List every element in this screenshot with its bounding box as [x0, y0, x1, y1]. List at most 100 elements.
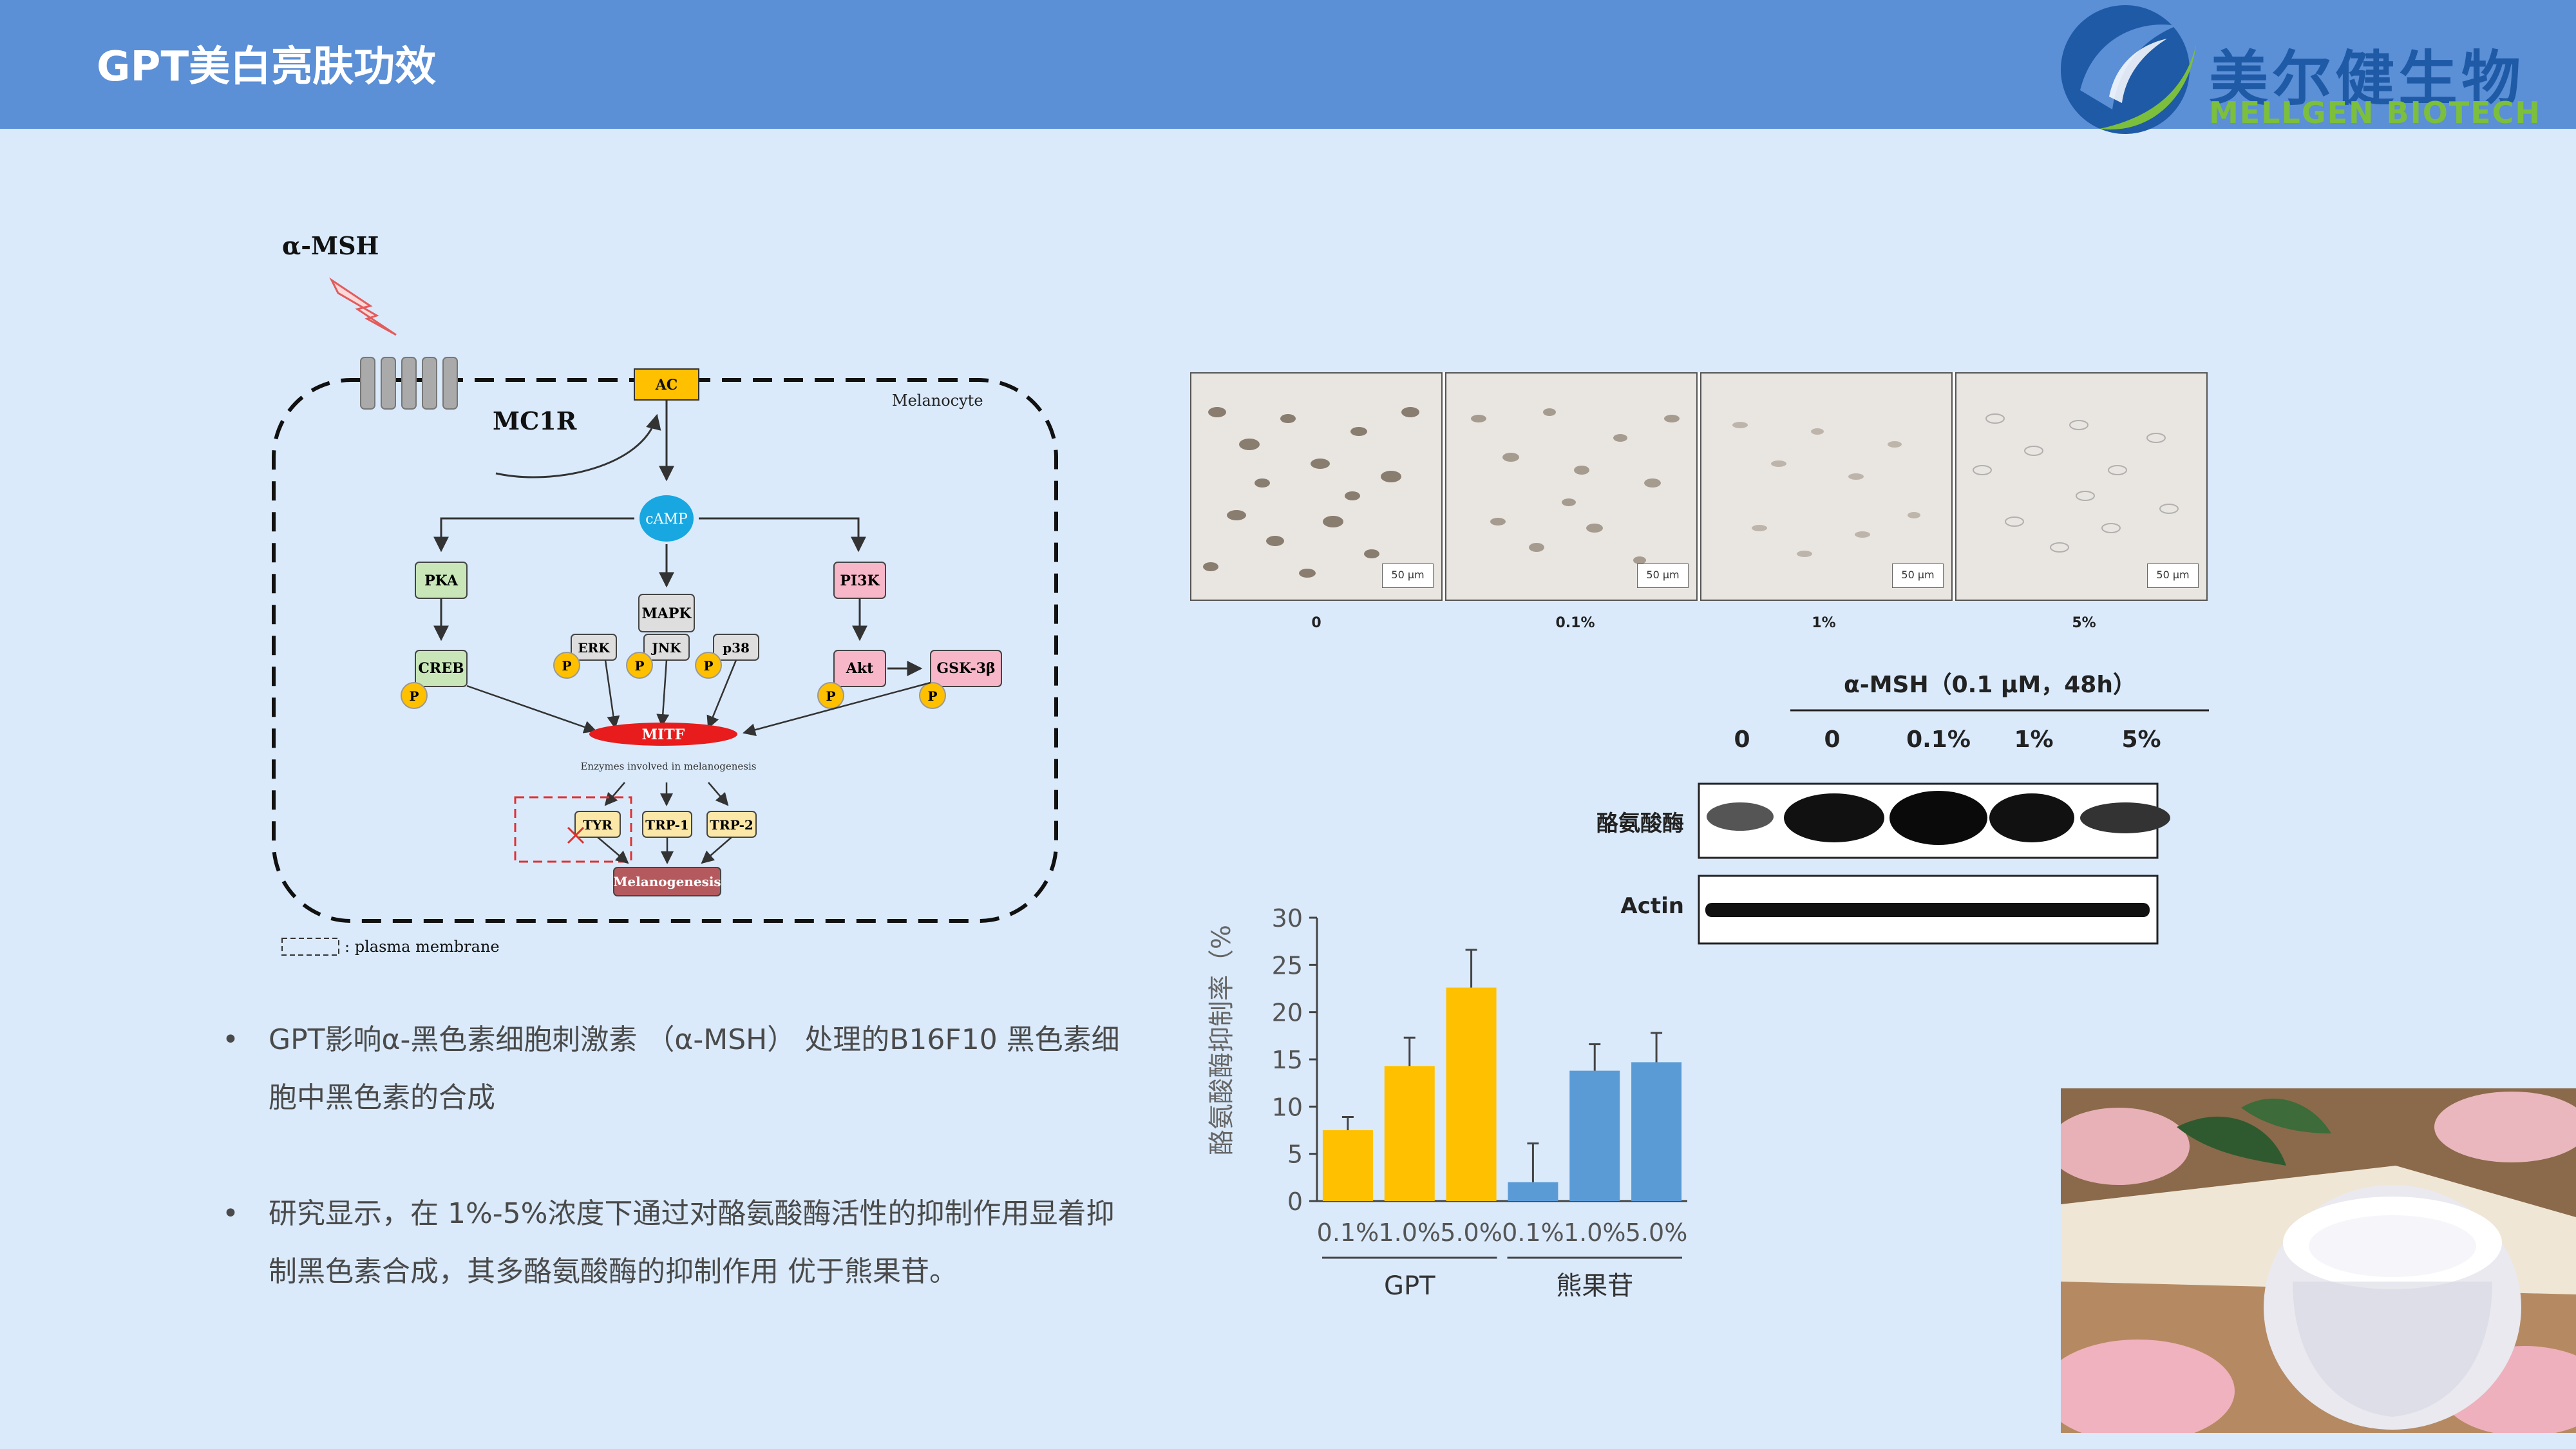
inhibition-cross-icon: [567, 826, 585, 844]
micrograph-0-1-scalebar: 50 μm: [1637, 564, 1689, 588]
company-logo: 美尔健生物 MELLGEN BIOTECH: [2054, 0, 2544, 138]
node-trp1-label: TRP-1: [645, 817, 689, 833]
micrograph-label-1: 1%: [1812, 615, 1836, 631]
node-erk-label: ERK: [578, 640, 610, 656]
receptor-label: MC1R: [493, 406, 577, 435]
node-gsk3b-label: GSK-3β: [936, 660, 995, 677]
wb-lane-3: 0.1%: [1906, 726, 1971, 753]
wb-lane-5: 5%: [2121, 726, 2161, 753]
wb-row-tyrosinase: 酪氨酸酶: [1596, 811, 1684, 837]
node-p38-label: p38: [723, 640, 750, 656]
gsk-phospho-label: P: [927, 688, 937, 704]
node-creb-label: CREB: [418, 660, 464, 677]
micrograph-1-cells: [1732, 422, 1920, 557]
micrograph-label-0-1: 0.1%: [1555, 615, 1595, 631]
node-gsk3b: [930, 650, 1002, 687]
wb-treatment-label: α-MSH（0.1 μM，48h）: [1844, 672, 2136, 698]
chart-bar: [1631, 1062, 1682, 1201]
chart-y-tick-label: 20: [1272, 999, 1303, 1027]
micrograph-label-5: 5%: [2072, 615, 2096, 631]
node-ac-label: AC: [655, 377, 678, 393]
micrograph-label-0: 0: [1311, 615, 1321, 631]
node-jnk-label: JNK: [650, 640, 681, 656]
node-tyr-label: TYR: [583, 817, 612, 833]
node-mapk-label: MAPK: [641, 605, 692, 622]
chart-y-tick-label: 5: [1287, 1141, 1303, 1169]
node-mitf: [589, 723, 737, 746]
node-mapk: [638, 594, 695, 632]
creb-phospho-label: P: [409, 688, 419, 704]
chart-x-tick-label: 5.0%: [1440, 1218, 1502, 1247]
wb-lane-4: 1%: [2014, 726, 2053, 753]
chart-x-tick-label: 1.0%: [1564, 1218, 1626, 1247]
akt-phospho-label: P: [826, 688, 835, 704]
jnk-phospho-label: P: [634, 658, 644, 674]
cell-label: Melanocyte: [892, 392, 983, 410]
tyr-highlight-box: [514, 796, 632, 863]
membrane-legend-label: : plasma membrane: [345, 938, 500, 956]
bullet-point-1: • GPT影响α-黑色素细胞刺激素 （α-MSH） 处理的B16F10 黑色素细…: [222, 1011, 1124, 1127]
micrograph-0-1: 50 μm: [1445, 372, 1698, 601]
chart-x-tick-label: 0.1%: [1317, 1218, 1379, 1247]
micrograph-0: 50 μm: [1190, 372, 1443, 601]
p38-phospho-label: P: [703, 658, 713, 674]
bullet-text-2: 研究显示，在 1%-5%浓度下通过对酪氨酸酶活性的抑制作用显着抑制黑色素合成，其…: [269, 1197, 1115, 1288]
wb-row-actin: Actin: [1620, 893, 1684, 919]
chart-group-label: GPT: [1384, 1271, 1435, 1301]
node-pka-label: PKA: [424, 573, 459, 589]
receptor-mc1r-icon: [360, 357, 458, 410]
chart-y-tick-label: 10: [1272, 1093, 1303, 1121]
chart-y-tick-label: 0: [1287, 1188, 1303, 1216]
node-akt-label: Akt: [846, 660, 874, 677]
western-blot-panel: α-MSH（0.1 μM，48h） 0 0 0.1% 1% 5% 酪氨酸酶 Ac…: [1596, 672, 2209, 945]
chart-group-label: 熊果苷: [1556, 1271, 1633, 1301]
logo-chinese-text: 美尔健生物: [2209, 44, 2525, 113]
bullet-dot-1: •: [222, 1023, 239, 1056]
membrane-legend-swatch: [281, 938, 339, 956]
node-pi3k-label: PI3K: [840, 573, 880, 589]
chart-x-tick-label: 1.0%: [1378, 1218, 1441, 1247]
node-camp-label: cAMP: [645, 511, 688, 527]
chart-bar: [1322, 1130, 1373, 1201]
bullet-text-1: GPT影响α-黑色素细胞刺激素 （α-MSH） 处理的B16F10 黑色素细胞中…: [269, 1023, 1120, 1114]
node-melanogenesis-label: Melanogenesis: [613, 874, 721, 889]
cosmetic-cream-photo: [2061, 1088, 2576, 1433]
melanogenesis-pathway-diagram: α-MSH MC1R Melanocyte AC cAMP PKA CREB P…: [272, 231, 1058, 956]
bullet-point-2: • 研究显示，在 1%-5%浓度下通过对酪氨酸酶活性的抑制作用显着抑制黑色素合成…: [222, 1185, 1137, 1301]
node-creb: [415, 650, 468, 687]
chart-bar: [1384, 1066, 1435, 1201]
enzymes-note: Enzymes involved in melanogenesis: [580, 761, 756, 772]
chart-y-tick-label: 15: [1272, 1046, 1303, 1074]
chart-y-tick-label: 30: [1272, 904, 1303, 933]
micrograph-5-cells: [1973, 413, 2179, 553]
micrograph-0-cells: [1203, 407, 1419, 578]
node-erk: [571, 634, 617, 661]
wb-lane-2: 0: [1824, 726, 1840, 753]
stimulus-label: α-MSH: [282, 231, 379, 260]
micrograph-5: 50 μm: [1955, 372, 2208, 601]
micrograph-0-1-cells: [1471, 408, 1680, 564]
chart-y-axis-label: 酪氨酸酶抑制率（%: [1207, 925, 1236, 1155]
chart-x-tick-label: 5.0%: [1625, 1218, 1688, 1247]
cream-jar-image: [2061, 1088, 2576, 1433]
microscopy-image-strip: 50 μm 50 μm 50 μm: [1190, 372, 2208, 601]
chart-bar: [1569, 1070, 1620, 1201]
node-mitf-label: MITF: [642, 726, 685, 743]
chart-bar: [1508, 1182, 1558, 1201]
node-melanogenesis: [613, 867, 721, 896]
chart-bars: [1322, 949, 1682, 1201]
micrograph-1-scalebar: 50 μm: [1892, 564, 1944, 588]
wb-lane-1: 0: [1734, 726, 1750, 753]
stimulus-bolt-icon: [329, 277, 397, 336]
node-trp2-label: TRP-2: [710, 817, 753, 833]
logo-mark-icon: [2061, 5, 2196, 134]
slide-title: GPT美白亮肤功效: [97, 43, 437, 91]
logo-english-text: MELLGEN BIOTECH: [2209, 95, 2541, 130]
micrograph-5-scalebar: 50 μm: [2147, 564, 2199, 588]
chart-bar: [1446, 987, 1497, 1201]
node-akt: [833, 650, 886, 687]
chart-x-tick-label: 0.1%: [1502, 1218, 1564, 1247]
